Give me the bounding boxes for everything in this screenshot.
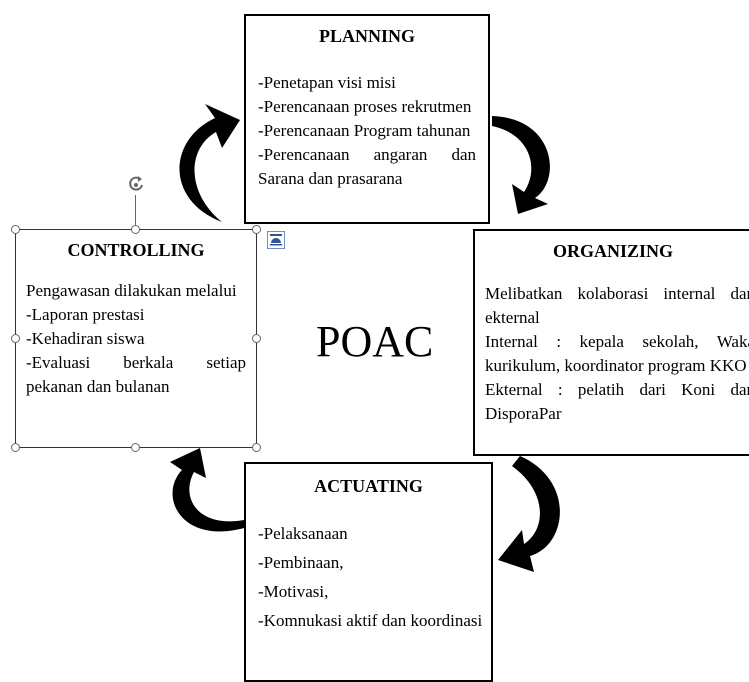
actuating-item: -Komnukasi aktif dan koordinasi <box>258 611 483 630</box>
controlling-item: Pengawasan dilakukan melalui <box>26 281 237 300</box>
resize-handle-right[interactable] <box>252 334 261 343</box>
planning-item: -Perencanaan proses rekrutmen <box>258 97 472 116</box>
organizing-item: Internal : kepala sekolah, Waka kurikulu… <box>485 332 749 375</box>
controlling-box[interactable]: CONTROLLING Pengawasan dilakukan melalui… <box>15 229 257 448</box>
organizing-box: ORGANIZING Melibatkan kolaborasi interna… <box>473 229 749 456</box>
resize-handle-left[interactable] <box>11 334 20 343</box>
resize-handle-bottom-left[interactable] <box>11 443 20 452</box>
planning-title: PLANNING <box>318 26 415 46</box>
rotate-handle-stem <box>135 195 136 225</box>
actuating-item: -Pembinaan, <box>258 553 344 572</box>
arrow-planning-to-organizing <box>492 116 550 214</box>
actuating-box: ACTUATING -Pelaksanaan -Pembinaan, -Moti… <box>244 462 493 682</box>
actuating-title: ACTUATING <box>314 476 423 496</box>
planning-item: -Perencanaan angaran dan <box>258 145 476 164</box>
organizing-title: ORGANIZING <box>552 241 673 261</box>
resize-handle-top[interactable] <box>131 225 140 234</box>
arrow-actuating-to-controlling <box>170 448 244 532</box>
arrow-controlling-to-planning <box>179 104 240 222</box>
organizing-item: Melibatkan kolaborasi internal dan ekter… <box>485 284 749 327</box>
actuating-item: -Pelaksanaan <box>258 524 348 543</box>
center-label: POAC <box>316 317 434 366</box>
resize-handle-bottom[interactable] <box>131 443 140 452</box>
resize-handle-top-left[interactable] <box>11 225 20 234</box>
planning-item: Sarana dan prasarana <box>258 169 403 188</box>
arrow-organizing-to-actuating <box>498 456 560 572</box>
rotate-handle-icon[interactable] <box>125 173 147 195</box>
layout-options-icon[interactable] <box>267 231 285 249</box>
resize-handle-bottom-right[interactable] <box>252 443 261 452</box>
controlling-item: pekanan dan bulanan <box>26 377 170 396</box>
controlling-item: -Laporan prestasi <box>26 305 145 324</box>
planning-box: PLANNING -Penetapan visi misi -Perencana… <box>244 14 490 224</box>
organizing-item: Ekternal : pelatih dari Koni dan Dispora… <box>485 380 749 423</box>
planning-item: -Penetapan visi misi <box>258 73 396 92</box>
resize-handle-top-right[interactable] <box>252 225 261 234</box>
controlling-title: CONTROLLING <box>67 240 205 260</box>
controlling-item: -Kehadiran siswa <box>26 329 145 348</box>
controlling-item: -Evaluasi berkala setiap <box>26 353 246 372</box>
actuating-item: -Motivasi, <box>258 582 329 601</box>
planning-item: -Perencanaan Program tahunan <box>258 121 471 140</box>
